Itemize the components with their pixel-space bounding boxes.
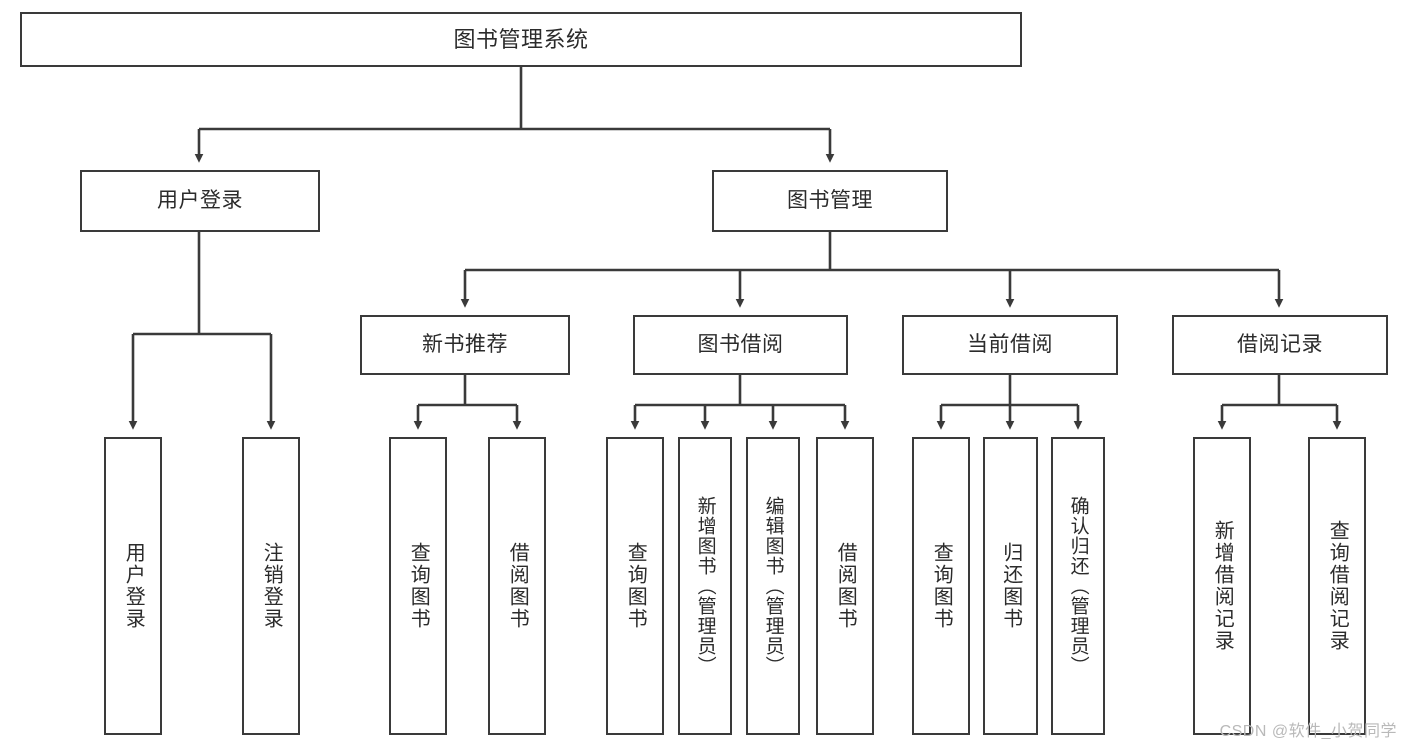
node-leaf-edit-book[interactable]: 编辑图书（管理员） bbox=[746, 437, 800, 735]
node-leaf-user-login[interactable]: 用户登录 bbox=[104, 437, 162, 735]
node-leaf-query-book-3[interactable]: 查询图书 bbox=[912, 437, 970, 735]
node-leaf-borrow-book-1[interactable]: 借阅图书 bbox=[488, 437, 546, 735]
node-label: 新增借阅记录 bbox=[1211, 520, 1234, 652]
node-label: 借阅图书 bbox=[834, 542, 857, 630]
node-label: 当前借阅 bbox=[967, 332, 1053, 356]
node-label: 借阅记录 bbox=[1237, 332, 1323, 356]
node-book-management[interactable]: 图书管理 bbox=[712, 170, 948, 232]
node-label: 编辑图书（管理员） bbox=[762, 496, 784, 676]
node-label: 图书借阅 bbox=[697, 332, 784, 356]
node-leaf-add-record[interactable]: 新增借阅记录 bbox=[1193, 437, 1251, 735]
node-label: 新增图书（管理员） bbox=[694, 496, 716, 676]
node-label: 借阅图书 bbox=[506, 542, 529, 630]
node-label: 图书管理 bbox=[787, 188, 873, 212]
node-label: 查询借阅记录 bbox=[1326, 520, 1349, 652]
csdn-watermark: CSDN @软件_小贺同学 bbox=[1219, 723, 1397, 740]
node-leaf-add-book[interactable]: 新增图书（管理员） bbox=[678, 437, 732, 735]
node-label: 查询图书 bbox=[624, 542, 647, 630]
node-leaf-query-book-2[interactable]: 查询图书 bbox=[606, 437, 664, 735]
node-label: 图书管理系统 bbox=[453, 26, 589, 52]
node-new-book-recommend[interactable]: 新书推荐 bbox=[360, 315, 570, 375]
node-label: 确认归还（管理员） bbox=[1067, 496, 1089, 676]
node-root-system[interactable]: 图书管理系统 bbox=[20, 12, 1022, 67]
node-leaf-return-book[interactable]: 归还图书 bbox=[983, 437, 1038, 735]
node-label: 查询图书 bbox=[407, 542, 430, 630]
node-label: 用户登录 bbox=[122, 542, 145, 630]
node-label: 新书推荐 bbox=[422, 332, 508, 356]
node-label: 查询图书 bbox=[930, 542, 953, 630]
node-book-borrow[interactable]: 图书借阅 bbox=[633, 315, 848, 375]
node-label: 用户登录 bbox=[157, 188, 243, 212]
node-label: 注销登录 bbox=[260, 542, 283, 630]
node-leaf-query-book-1[interactable]: 查询图书 bbox=[389, 437, 447, 735]
node-label: 归还图书 bbox=[999, 542, 1022, 630]
node-user-login[interactable]: 用户登录 bbox=[80, 170, 320, 232]
node-leaf-borrow-book-2[interactable]: 借阅图书 bbox=[816, 437, 874, 735]
node-leaf-query-record[interactable]: 查询借阅记录 bbox=[1308, 437, 1366, 735]
node-leaf-logout-login[interactable]: 注销登录 bbox=[242, 437, 300, 735]
node-current-borrow[interactable]: 当前借阅 bbox=[902, 315, 1118, 375]
node-leaf-confirm-return[interactable]: 确认归还（管理员） bbox=[1051, 437, 1105, 735]
node-borrow-record[interactable]: 借阅记录 bbox=[1172, 315, 1388, 375]
